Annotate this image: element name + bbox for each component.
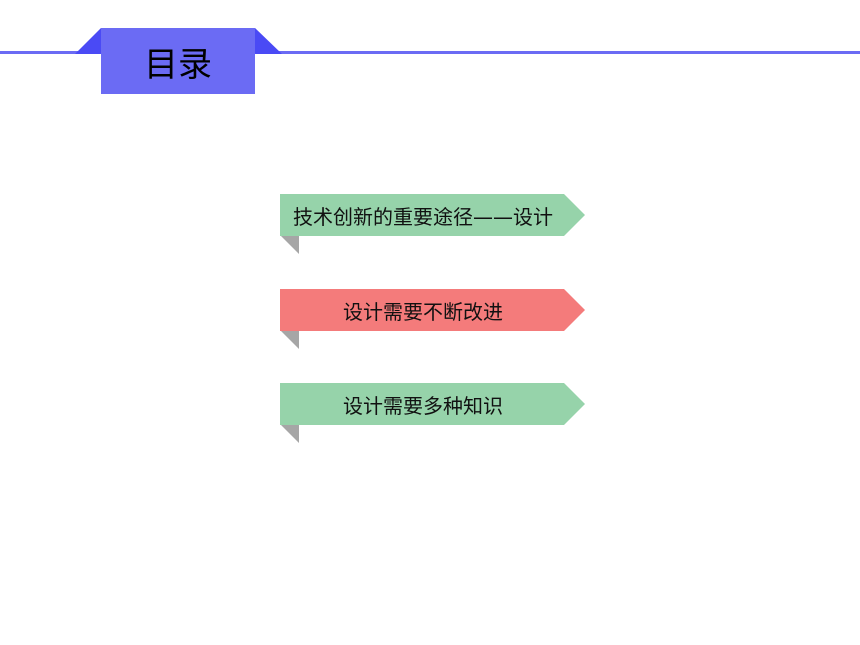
menu-item-multiple-knowledge[interactable]: 设计需要多种知识 — [280, 383, 586, 445]
page-title: 目录 — [144, 44, 212, 85]
menu-item-label: 技术创新的重要途径——设计 — [293, 204, 553, 229]
ribbon-arrow-shape — [280, 383, 585, 443]
title-tab-shape — [75, 28, 282, 94]
menu-item-label: 设计需要不断改进 — [343, 299, 503, 324]
header-divider-line — [0, 51, 860, 54]
menu-item-continuous-improvement[interactable]: 设计需要不断改进 — [280, 289, 586, 351]
menu-item-label: 设计需要多种知识 — [343, 393, 503, 418]
menu-item-innovation-design[interactable]: 技术创新的重要途径——设计 — [280, 194, 586, 256]
ribbon-arrow-shape — [280, 194, 585, 254]
ribbon-arrow-shape — [280, 289, 585, 349]
